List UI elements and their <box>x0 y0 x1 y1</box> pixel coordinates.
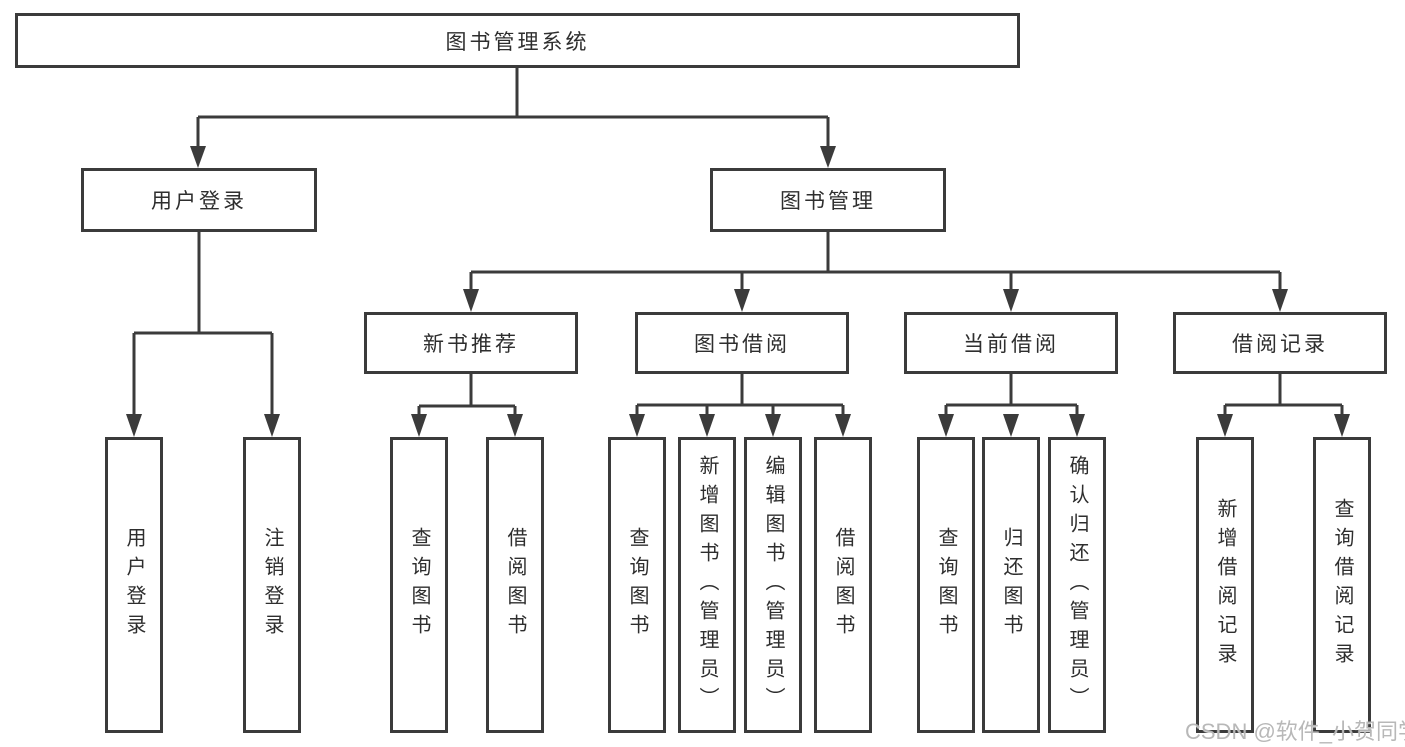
leaf-confirm-return-admin: 确认归还（管理员） <box>1048 437 1106 733</box>
node-book-management: 图书管理 <box>710 168 946 232</box>
arrowhead <box>835 414 851 437</box>
arrowhead <box>1217 414 1233 437</box>
edge-current-to-leaves <box>944 374 1079 416</box>
node-borrowing-records: 借阅记录 <box>1173 312 1387 374</box>
arrowhead <box>1003 289 1019 312</box>
node-library-system: 图书管理系统 <box>15 13 1020 68</box>
csdn-watermark: CSDN @软件_小贺同学 <box>1185 719 1405 744</box>
node-user-login: 用户登录 <box>81 168 317 232</box>
leaf-edit-books-admin: 编辑图书（管理员） <box>744 437 802 733</box>
leaf-return-books: 归还图书 <box>982 437 1040 733</box>
arrowhead <box>1069 414 1085 437</box>
arrowhead <box>126 414 142 437</box>
edge-bookmgmt-to-level3 <box>469 232 1282 291</box>
leaf-add-books-admin: 新增图书（管理员） <box>678 437 736 733</box>
arrowhead <box>820 146 836 168</box>
leaf-user-login: 用户登录 <box>105 437 163 733</box>
arrowhead <box>507 414 523 437</box>
arrowhead <box>765 414 781 437</box>
arrowhead <box>629 414 645 437</box>
edge-records-to-leaves <box>1223 374 1344 416</box>
edge-newbook-to-leaves <box>417 374 517 416</box>
leaf-borrow-books-2: 借阅图书 <box>814 437 872 733</box>
leaf-add-borrow-record: 新增借阅记录 <box>1196 437 1254 733</box>
leaf-borrow-books-1: 借阅图书 <box>486 437 544 733</box>
arrowhead <box>463 289 479 312</box>
node-current-borrowing: 当前借阅 <box>904 312 1118 374</box>
leaf-query-books-2: 查询图书 <box>608 437 666 733</box>
edge-userlogin-to-leaves <box>132 232 274 416</box>
arrowhead <box>1003 414 1019 437</box>
leaf-query-books-3: 查询图书 <box>917 437 975 733</box>
arrowhead <box>734 289 750 312</box>
leaf-query-books-1: 查询图书 <box>390 437 448 733</box>
node-new-book-recommend: 新书推荐 <box>364 312 578 374</box>
arrowhead <box>411 414 427 437</box>
arrowhead <box>1334 414 1350 437</box>
arrowhead <box>264 414 280 437</box>
edge-root-to-level2 <box>196 68 830 148</box>
leaf-logout: 注销登录 <box>243 437 301 733</box>
arrowhead <box>1272 289 1288 312</box>
leaf-query-borrow-record: 查询借阅记录 <box>1313 437 1371 733</box>
node-book-borrowing: 图书借阅 <box>635 312 849 374</box>
arrowhead <box>190 146 206 168</box>
arrowhead <box>938 414 954 437</box>
arrowhead <box>699 414 715 437</box>
edge-borrow-to-leaves <box>635 374 845 416</box>
